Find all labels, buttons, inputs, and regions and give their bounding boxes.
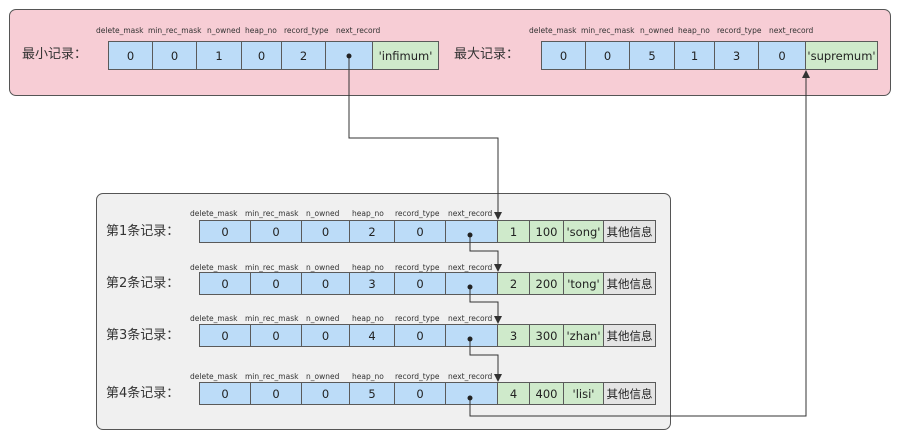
infimum-label: 最小记录： — [22, 47, 88, 62]
record-2-header-record-type: record_type — [395, 263, 440, 272]
record-3-header-n-owned: n_owned — [306, 314, 340, 323]
supremum-field-record-type: 3 — [714, 41, 759, 70]
infimum-header-n-owned: n_owned — [207, 26, 241, 35]
record-4-header-heap-no: heap_no — [352, 372, 384, 381]
record-1-header-record-type: record_type — [395, 209, 440, 218]
record-2-id-cell: 2 — [497, 272, 530, 295]
infimum-field-record-type: 2 — [281, 41, 326, 70]
supremum-header-record-type: record_type — [717, 26, 762, 35]
infimum-pointer-dot — [346, 53, 352, 59]
record-4-header-min-rec-mask: min_rec_mask — [245, 372, 299, 381]
record-3-header-record-type: record_type — [395, 314, 440, 323]
record-4-header-delete-mask: delete_mask — [190, 372, 238, 381]
record-1-name-cell: 'song' — [563, 220, 604, 243]
record-1-header-next-record: next_record — [448, 209, 493, 218]
infimum-field-delete-mask: 0 — [108, 41, 153, 70]
infimum-field-heap-no: 0 — [241, 41, 282, 70]
record-4-to-supremum-arrow — [469, 70, 810, 417]
supremum-header-delete-mask: delete_mask — [529, 26, 577, 35]
record-2-header-min-rec-mask: min_rec_mask — [245, 263, 299, 272]
record-3-other-info-cell: 其他信息 — [603, 324, 656, 347]
record-3-name-cell: 'zhan' — [563, 324, 604, 347]
infimum-header-heap-no: heap_no — [245, 26, 277, 35]
record-1-to-record-2-arrow — [469, 235, 502, 272]
infimum-header-min-rec-mask: min_rec_mask — [148, 26, 202, 35]
record-2-header-next-record: next_record — [448, 263, 493, 272]
record-3-number-cell: 300 — [529, 324, 564, 347]
record-4-number-cell: 400 — [529, 382, 564, 405]
record-1-pointer-dot — [467, 232, 473, 238]
record-2-name-cell: 'tong' — [563, 272, 604, 295]
infimum-field-min-rec-mask: 0 — [152, 41, 197, 70]
record-4-label: 第4条记录： — [106, 386, 180, 401]
infimum-header-next-record: next_record — [336, 26, 381, 35]
record-2-field-delete-mask: 0 — [199, 272, 251, 295]
supremum-field-heap-no: 1 — [674, 41, 715, 70]
supremum-field-min-rec-mask: 0 — [585, 41, 630, 70]
record-4-pointer-dot — [467, 395, 473, 401]
record-3-to-record-4-arrow — [469, 339, 502, 382]
record-1-header-n-owned: n_owned — [306, 209, 340, 218]
record-3-header-next-record: next_record — [448, 314, 493, 323]
record-3-label: 第3条记录： — [106, 328, 180, 343]
infimum-to-record-1-arrow — [348, 56, 502, 220]
record-1-label: 第1条记录： — [106, 224, 180, 239]
supremum-field-next-record: 0 — [758, 41, 806, 70]
infimum-header-record-type: record_type — [284, 26, 329, 35]
record-4-header-record-type: record_type — [395, 372, 440, 381]
infimum-header-delete-mask: delete_mask — [96, 26, 144, 35]
record-2-to-record-3-arrow — [469, 287, 502, 324]
supremum-header-heap-no: heap_no — [678, 26, 710, 35]
record-1-header-min-rec-mask: min_rec_mask — [245, 209, 299, 218]
record-3-header-min-rec-mask: min_rec_mask — [245, 314, 299, 323]
supremum-header-n-owned: n_owned — [640, 26, 674, 35]
supremum-header-next-record: next_record — [769, 26, 814, 35]
record-1-field-delete-mask: 0 — [199, 220, 251, 243]
record-3-header-heap-no: heap_no — [352, 314, 384, 323]
record-2-pointer-dot — [467, 284, 473, 290]
record-2-other-info-cell: 其他信息 — [603, 272, 656, 295]
record-2-label: 第2条记录： — [106, 276, 180, 291]
supremum-name-cell: 'supremum' — [805, 41, 878, 70]
record-3-pointer-dot — [467, 336, 473, 342]
record-2-field-min-rec-mask: 0 — [250, 272, 302, 295]
supremum-field-delete-mask: 0 — [541, 41, 586, 70]
record-1-header-delete-mask: delete_mask — [190, 209, 238, 218]
record-2-header-heap-no: heap_no — [352, 263, 384, 272]
record-4-header-next-record: next_record — [448, 372, 493, 381]
record-2-header-n-owned: n_owned — [306, 263, 340, 272]
record-1-other-info-cell: 其他信息 — [603, 220, 656, 243]
supremum-label: 最大记录： — [454, 47, 520, 62]
record-2-header-delete-mask: delete_mask — [190, 263, 238, 272]
infimum-name-cell: 'infimum' — [372, 41, 439, 70]
record-4-other-info-cell: 其他信息 — [603, 382, 656, 405]
supremum-header-min-rec-mask: min_rec_mask — [581, 26, 635, 35]
record-4-header-n-owned: n_owned — [306, 372, 340, 381]
record-1-header-heap-no: heap_no — [352, 209, 384, 218]
infimum-field-n-owned: 1 — [196, 41, 242, 70]
supremum-field-n-owned: 5 — [629, 41, 675, 70]
record-4-field-delete-mask: 0 — [199, 382, 251, 405]
record-2-field-n-owned: 0 — [301, 272, 350, 295]
record-3-header-delete-mask: delete_mask — [190, 314, 238, 323]
